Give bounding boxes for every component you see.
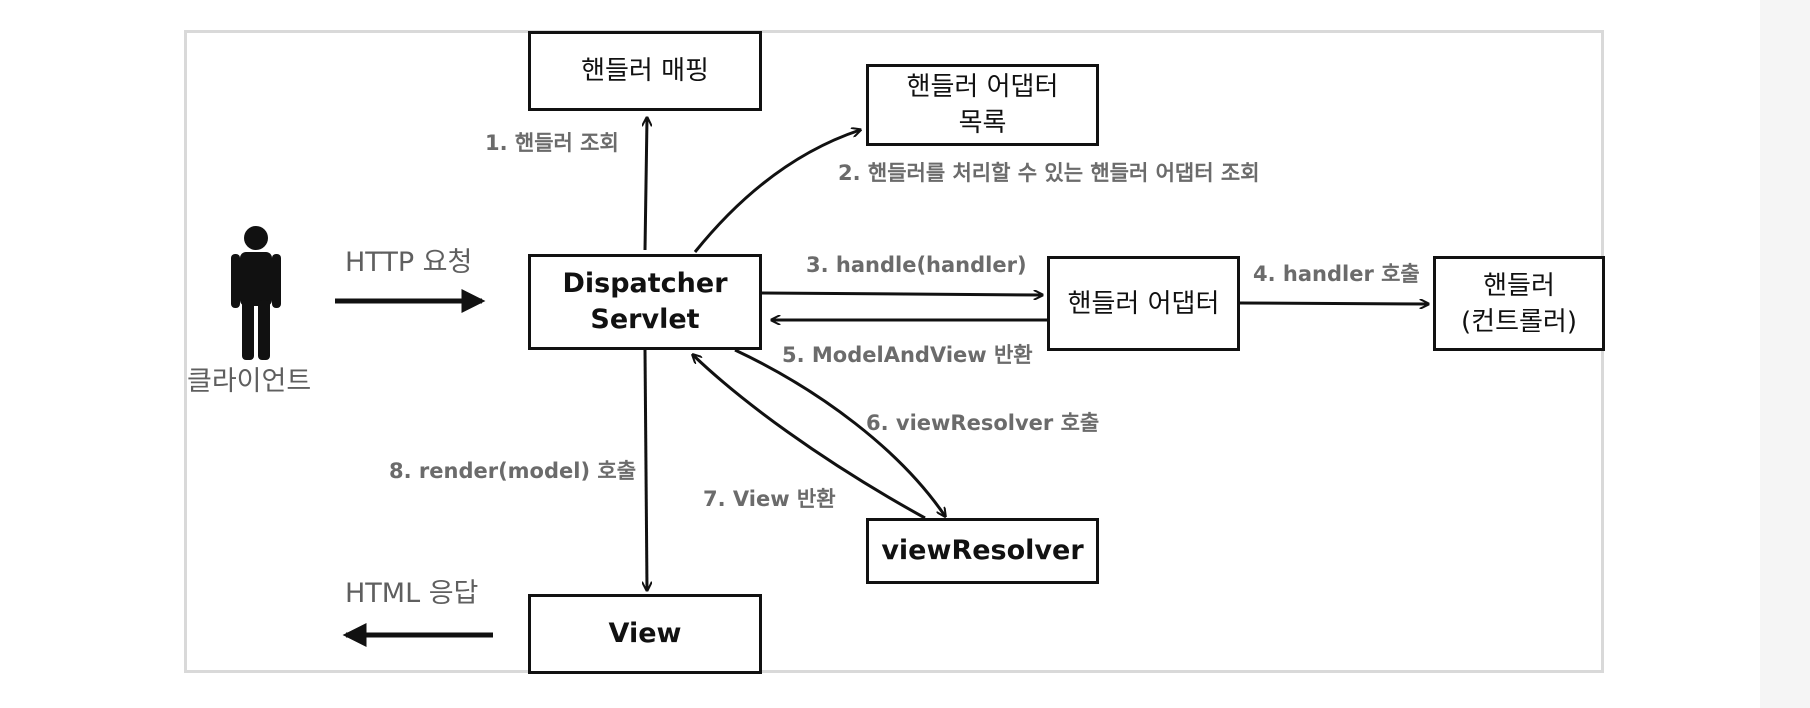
view-resolver-box: viewResolver: [866, 518, 1099, 584]
step3-label: 3. handle(handler): [806, 253, 1027, 277]
handler-adapter-box: 핸들러 어댑터: [1047, 256, 1240, 351]
handler-mapping-label: 핸들러 매핑: [581, 56, 709, 86]
view-resolver-label: viewResolver: [881, 535, 1084, 566]
client-label: 클라이언트: [187, 366, 312, 397]
arrow-step1: [645, 118, 647, 251]
handler-mapping-box: 핸들러 매핑: [528, 31, 762, 111]
step7-label: 7. View 반환: [703, 487, 836, 511]
handler-adapter-label: 핸들러 어댑터: [1067, 288, 1220, 319]
step2-label: 2. 핸들러를 처리할 수 있는 핸들러 어댑터 조회: [838, 161, 1260, 185]
handler-adapter-list-box: 핸들러 어댑터 목록: [866, 64, 1099, 146]
view-label: View: [608, 618, 682, 649]
step1-label: 1. 핸들러 조회: [485, 131, 619, 155]
dispatcher-servlet-label: Dispatcher Servlet: [562, 268, 728, 335]
step4-label: 4. handler 호출: [1253, 262, 1420, 286]
step6-label: 6. viewResolver 호출: [866, 411, 1100, 435]
arrow-step3: [761, 293, 1042, 295]
client-person-icon: [231, 226, 281, 360]
step5-label: 5. ModelAndView 반환: [782, 343, 1033, 367]
html-response-label: HTML 응답: [345, 578, 479, 609]
diagram-frame: [184, 30, 1604, 673]
handler-box: 핸들러 (컨트롤러): [1433, 256, 1605, 351]
handler-adapter-list-label: 핸들러 어댑터 목록: [906, 72, 1059, 138]
arrow-step6: [734, 348, 945, 516]
arrow-step4: [1239, 303, 1428, 304]
view-box: View: [528, 594, 762, 674]
handler-label: 핸들러 (컨트롤러): [1461, 270, 1577, 337]
dispatcher-servlet-box: Dispatcher Servlet: [528, 254, 762, 350]
arrow-step2: [693, 130, 860, 253]
arrow-step7: [693, 355, 926, 520]
right-margin-strip: [1760, 0, 1810, 708]
arrow-step8: [645, 349, 647, 590]
http-request-label: HTTP 요청: [345, 247, 473, 278]
step8-label: 8. render(model) 호출: [389, 459, 637, 483]
